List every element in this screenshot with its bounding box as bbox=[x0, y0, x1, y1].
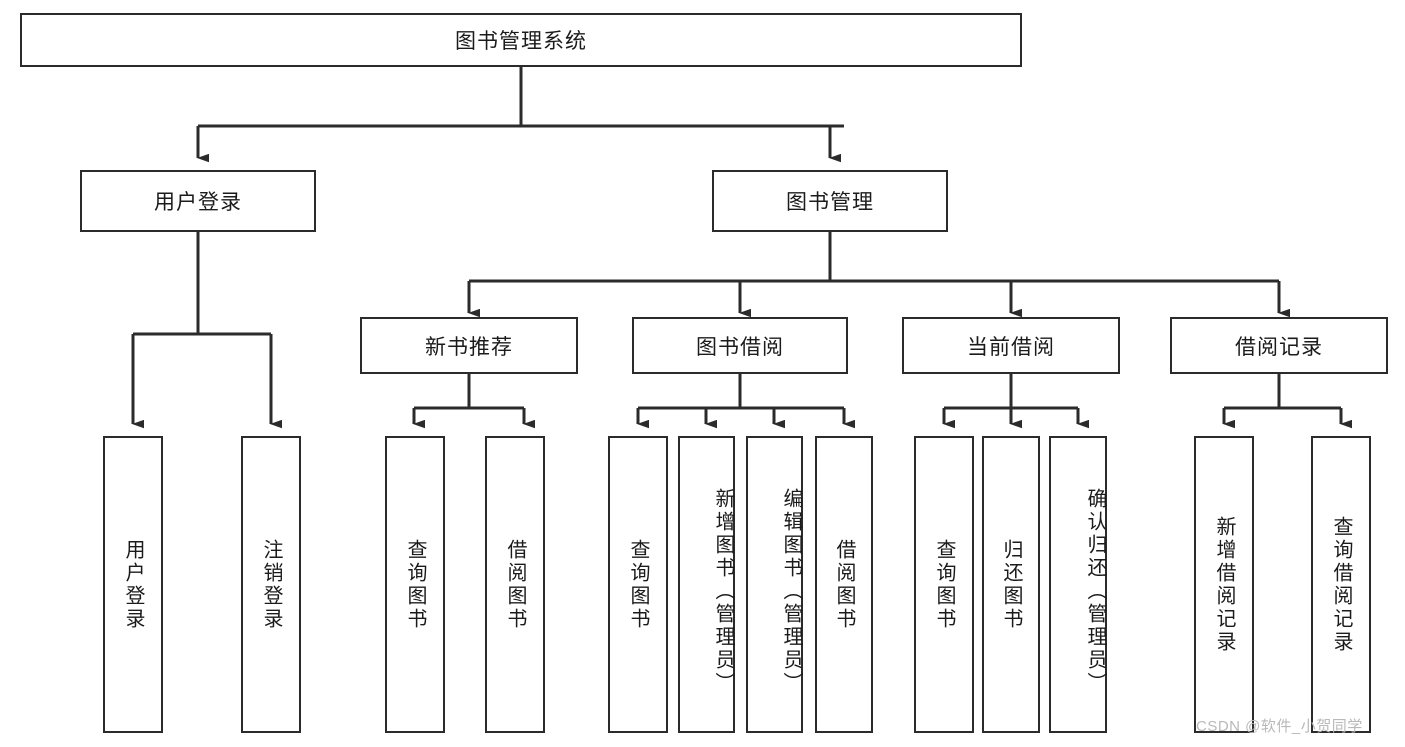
node-book-borrow[interactable]: 图书借阅 bbox=[632, 317, 848, 374]
node-leaf-query-book-2[interactable]: 查询图书 bbox=[608, 436, 668, 733]
node-root[interactable]: 图书管理系统 bbox=[20, 13, 1022, 67]
node-leaf-query-book-1[interactable]: 查询图书 bbox=[385, 436, 445, 733]
node-leaf-borrow-book-1[interactable]: 借阅图书 bbox=[485, 436, 545, 733]
node-user-login[interactable]: 用户登录 bbox=[80, 170, 316, 232]
node-current-borrow[interactable]: 当前借阅 bbox=[902, 317, 1120, 374]
node-borrow-record[interactable]: 借阅记录 bbox=[1170, 317, 1388, 374]
node-leaf-query-book-3[interactable]: 查询图书 bbox=[914, 436, 974, 733]
node-leaf-user-logout[interactable]: 注销登录 bbox=[241, 436, 301, 733]
node-leaf-return-book[interactable]: 归还图书 bbox=[982, 436, 1040, 733]
node-leaf-query-record[interactable]: 查询借阅记录 bbox=[1311, 436, 1371, 733]
node-new-book-rec[interactable]: 新书推荐 bbox=[360, 317, 578, 374]
node-leaf-borrow-book-2[interactable]: 借阅图书 bbox=[815, 436, 873, 733]
node-leaf-edit-book[interactable]: 编辑图书（管理员） bbox=[746, 436, 803, 733]
node-leaf-add-record[interactable]: 新增借阅记录 bbox=[1194, 436, 1254, 733]
node-book-manage[interactable]: 图书管理 bbox=[712, 170, 948, 232]
node-leaf-confirm-return[interactable]: 确认归还（管理员） bbox=[1049, 436, 1107, 733]
csdn-watermark: CSDN @软件_小贺同学 bbox=[1196, 718, 1363, 735]
node-leaf-user-login[interactable]: 用户登录 bbox=[103, 436, 163, 733]
node-leaf-add-book[interactable]: 新增图书（管理员） bbox=[678, 436, 735, 733]
